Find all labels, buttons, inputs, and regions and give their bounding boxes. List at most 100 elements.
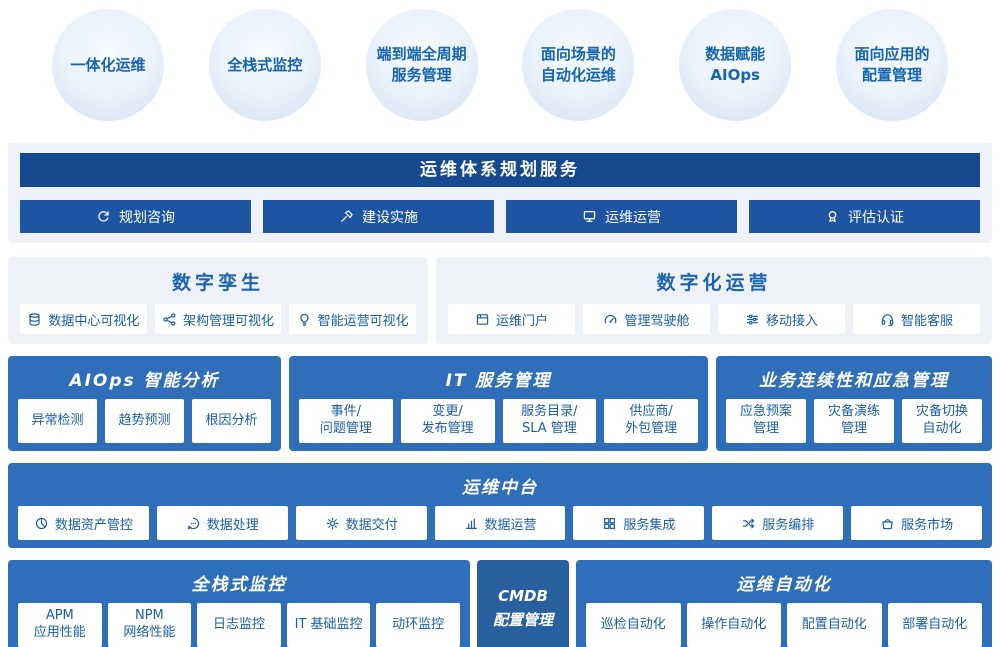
monitoring-items: APM 应用性能 NPM 网络性能 日志监控 IT 基础监控 动环监控 <box>18 603 460 647</box>
bcm-panel: 业务连续性和应急管理 应急预案 管理 灾备演练 管理 灾备切换 自动化 <box>716 356 992 451</box>
digital-ops-panel: 数字化运营 运维门户 管理驾驶舱 移动接入 智能客服 <box>436 257 992 344</box>
digital-row: 数字孪生 数据中心可视化 架构管理可视化 智能运营可视化 数字化运营 <box>8 257 992 344</box>
chip-label: 日志监控 <box>212 616 265 632</box>
foundation-row: 全栈式监控 APM 应用性能 NPM 网络性能 日志监控 IT 基础监控 动环监… <box>8 560 992 647</box>
chip-trend-forecast: 趋势预测 <box>105 399 184 443</box>
chip-deploy-automation: 部署自动化 <box>887 603 982 647</box>
automation-title: 运维自动化 <box>736 575 832 595</box>
bubble-label: 全栈式监控 <box>227 55 303 74</box>
chip-ops-portal: 运维门户 <box>448 304 575 334</box>
digital-twin-items: 数据中心可视化 架构管理可视化 智能运营可视化 <box>20 304 417 334</box>
chip-root-cause: 根因分析 <box>192 399 271 443</box>
chip-change-release: 变更/ 发布管理 <box>400 399 495 443</box>
operations-icon <box>582 209 597 224</box>
chip-label: 数据运营 <box>484 517 537 533</box>
automation-items: 巡检自动化 操作自动化 配置自动化 部署自动化 <box>586 603 982 647</box>
architecture-icon <box>162 312 177 327</box>
chip-label: 部署自动化 <box>902 616 968 632</box>
itsm-panel: IT 服务管理 事件/ 问题管理 变更/ 发布管理 服务目录/ SLA 管理 供… <box>289 356 708 451</box>
digital-ops-items: 运维门户 管理驾驶舱 移动接入 智能客服 <box>448 304 980 334</box>
chip-label: 根因分析 <box>205 412 258 428</box>
chip-emergency-plan: 应急预案 管理 <box>726 399 806 443</box>
chip-facility-monitoring: 动环监控 <box>376 603 460 647</box>
dashboard-icon <box>603 312 618 327</box>
planning-icon <box>96 209 111 224</box>
chip-apm: APM 应用性能 <box>18 603 102 647</box>
chip-data-asset: 数据资产管控 <box>18 506 149 540</box>
chip-label: 管理驾驶舱 <box>624 313 690 329</box>
monitoring-panel: 全栈式监控 APM 应用性能 NPM 网络性能 日志监控 IT 基础监控 动环监… <box>8 560 470 647</box>
chip-label: IT 基础监控 <box>294 616 363 632</box>
planning-item-label: 评估认证 <box>848 209 904 226</box>
planning-panel: 运维体系规划服务 规划咨询 建设实施 运维运营 评估认证 <box>8 143 992 243</box>
basket-icon <box>880 516 895 531</box>
digital-twin-panel: 数字孪生 数据中心可视化 架构管理可视化 智能运营可视化 <box>8 257 428 344</box>
planning-item-label: 规划咨询 <box>119 209 175 226</box>
aiops-title: AIOps 智能分析 <box>69 371 220 391</box>
chip-label: 供应商/ 外包管理 <box>625 404 678 436</box>
monitoring-title: 全栈式监控 <box>191 575 287 595</box>
chip-smart-service: 智能客服 <box>853 304 980 334</box>
chip-mgmt-cockpit: 管理驾驶舱 <box>583 304 710 334</box>
cmdb-panel: CMDB 配置管理 <box>477 560 569 647</box>
chip-vendor-outsourcing: 供应商/ 外包管理 <box>604 399 698 443</box>
chip-dr-switch: 灾备切换 自动化 <box>902 399 982 443</box>
chip-label: 服务集成 <box>623 517 676 533</box>
bubble-fullstack-monitoring: 全栈式监控 <box>208 9 321 121</box>
platform-panel: 运维中台 数据资产管控 数据处理 数据交付 数据运营 服务集成 <box>8 463 992 548</box>
bulb-icon <box>297 312 312 327</box>
chip-label: 移动接入 <box>765 313 818 329</box>
chip-mobile-access: 移动接入 <box>718 304 845 334</box>
chip-service-integration: 服务集成 <box>573 506 705 540</box>
platform-title: 运维中台 <box>462 478 538 498</box>
chip-label: 智能运营可视化 <box>317 313 409 329</box>
headset-icon <box>880 312 895 327</box>
chip-label: 数据交付 <box>345 517 398 533</box>
barchart-icon <box>464 516 479 531</box>
chip-label: APM 应用性能 <box>33 608 86 640</box>
chip-architecture-viz: 架构管理可视化 <box>154 304 282 334</box>
planning-title: 运维体系规划服务 <box>20 153 980 187</box>
grid-icon <box>602 516 617 531</box>
bubble-scenario-automation: 面向场景的 自动化运维 <box>522 9 635 121</box>
chip-catalog-sla: 服务目录/ SLA 管理 <box>502 399 597 443</box>
chip-data-operation: 数据运营 <box>434 506 566 540</box>
pie-icon <box>34 516 49 531</box>
chip-dr-drill: 灾备演练 管理 <box>814 399 894 443</box>
automation-panel: 运维自动化 巡检自动化 操作自动化 配置自动化 部署自动化 <box>576 560 992 647</box>
planning-items: 规划咨询 建设实施 运维运营 评估认证 <box>20 200 980 233</box>
shuffle-icon <box>741 516 756 531</box>
bubble-integrated-ops: 一体化运维 <box>52 9 164 121</box>
chip-config-automation: 配置自动化 <box>787 603 882 647</box>
planning-item-certify: 评估认证 <box>749 200 980 233</box>
planning-item-operate: 运维运营 <box>506 200 737 233</box>
bubble-label: 面向场景的 自动化运维 <box>540 45 616 84</box>
chip-label: 应急预案 管理 <box>739 404 792 436</box>
chip-label: 异常检测 <box>31 412 84 428</box>
bubble-e2e-lifecycle: 端到端全周期 服务管理 <box>365 9 478 121</box>
build-icon <box>339 209 354 224</box>
chip-it-infra-monitoring: IT 基础监控 <box>286 603 371 647</box>
gear-icon <box>325 516 340 531</box>
chip-label: 数据处理 <box>206 517 259 533</box>
bcm-items: 应急预案 管理 灾备演练 管理 灾备切换 自动化 <box>726 399 982 443</box>
bubble-label: 一体化运维 <box>70 55 146 74</box>
chip-log-monitoring: 日志监控 <box>197 603 281 647</box>
itsm-title: IT 服务管理 <box>445 371 552 391</box>
digital-ops-title: 数字化运营 <box>656 272 772 294</box>
chip-smartops-viz: 智能运营可视化 <box>289 304 417 334</box>
capability-bubbles: 一体化运维 全栈式监控 端到端全周期 服务管理 面向场景的 自动化运维 数据赋能… <box>0 0 1000 121</box>
chip-data-processing: 数据处理 <box>156 506 288 540</box>
bubble-app-config-mgmt: 面向应用的 配置管理 <box>835 9 948 121</box>
sliders-icon <box>745 312 760 327</box>
analysis-row: AIOps 智能分析 异常检测 趋势预测 根因分析 IT 服务管理 事件/ 问题… <box>8 356 992 451</box>
chip-label: 动环监控 <box>392 616 445 632</box>
chip-label: 智能客服 <box>900 313 953 329</box>
chip-operation-automation: 操作自动化 <box>686 603 781 647</box>
chip-anomaly-detection: 异常检测 <box>18 399 97 443</box>
database-icon <box>27 312 42 327</box>
cmdb-label: CMDB 配置管理 <box>492 586 553 629</box>
bubble-label: 端到端全周期 服务管理 <box>376 45 467 84</box>
chip-label: 趋势预测 <box>118 412 171 428</box>
planning-item-label: 建设实施 <box>362 209 418 226</box>
